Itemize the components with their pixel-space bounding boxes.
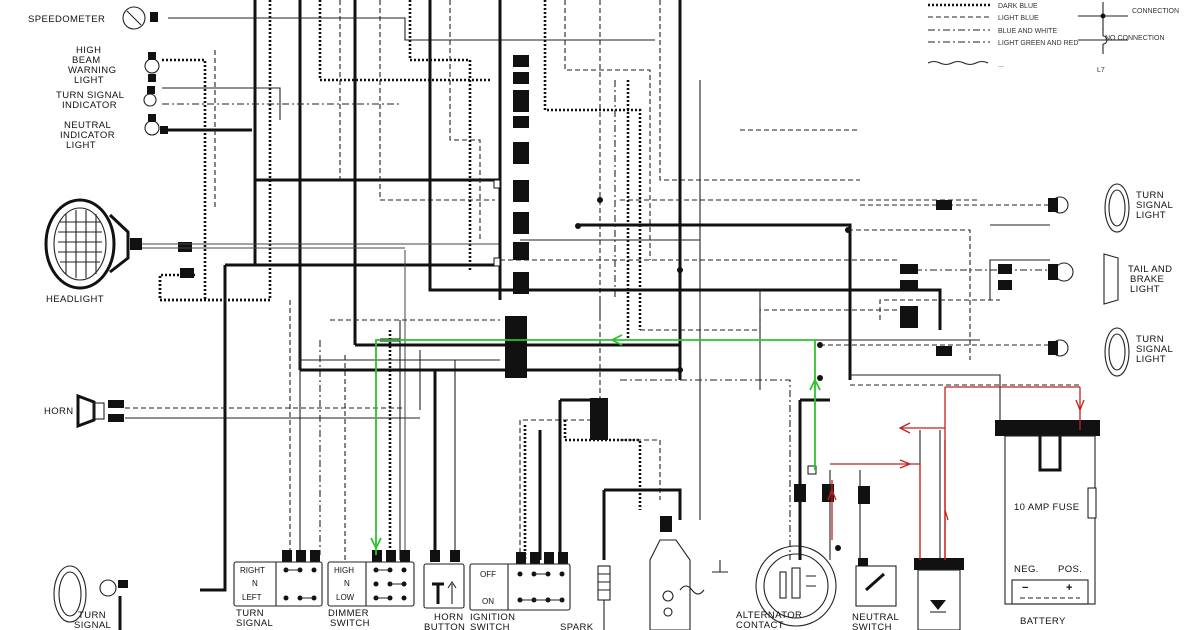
turn-switch-label-2: SIGNAL (236, 618, 273, 629)
rear-turn-bottom-label-1: TURN (1136, 334, 1164, 345)
rear-lights (820, 183, 1130, 377)
instrument-bulbs (122, 6, 168, 136)
neutral-switch-label-2: SWITCH (852, 622, 892, 630)
legend-other: ... (998, 62, 1004, 69)
battery-neg-label: NEG. (1014, 564, 1039, 575)
turn-switch-left: LEFT (242, 593, 262, 602)
legend-page-ref: L7 (1097, 67, 1105, 74)
legend-dark-blue: DARK BLUE (998, 3, 1038, 10)
horn-button-icon (423, 563, 465, 609)
turn-switch-n: N (252, 579, 258, 588)
legend-light-green-red: LIGHT GREEN AND RED (998, 40, 1078, 47)
high-beam-label-1: HIGH (76, 45, 101, 56)
speedometer-label: SPEEDOMETER (28, 14, 105, 25)
dimmer-switch-icon (327, 561, 415, 607)
dimmer-switch-label-1: DIMMER (328, 608, 369, 619)
neutral-switch-label-1: NEUTRAL (852, 612, 899, 623)
high-beam-label-3: WARNING (68, 65, 116, 76)
left-labels: SPEEDOMETER HIGH BEAM WARNING LIGHT TURN… (28, 14, 124, 630)
legend-no-connection: NO CONNECTION (1105, 35, 1165, 42)
alternator-icon (755, 545, 837, 627)
alternator-label-1: ALTERNATOR (736, 610, 802, 621)
neutral-label-2: INDICATOR (60, 130, 115, 141)
wiring-left (125, 0, 980, 592)
ignition-coil: SPARK (560, 488, 728, 630)
fuse-label: 10 AMP FUSE (1014, 502, 1079, 513)
alternator-label-2: CONTACT (736, 620, 784, 630)
horn-button: HORN BUTTON (423, 550, 465, 630)
front-turn-signal (53, 565, 128, 630)
turn-indicator-label-1: TURN SIGNAL (56, 90, 124, 101)
dimmer-switch-label-2: SWITCH (330, 618, 370, 629)
neutral-label-1: NEUTRAL (64, 120, 111, 131)
turn-signal-switch-icon (233, 561, 323, 607)
high-beam-bulb-icon (144, 58, 160, 74)
dimmer-switch-high: HIGH (334, 566, 354, 575)
neutral-switch-icon (855, 565, 897, 607)
turn-indicator-label-2: INDICATOR (62, 100, 117, 111)
horn-button-label-1: HORN (434, 612, 464, 623)
neutral-label-3: LIGHT (66, 140, 96, 151)
ignition-switch-off: OFF (480, 570, 496, 579)
turn-switch-label-1: TURN (236, 608, 264, 619)
battery-label: BATTERY (1020, 616, 1066, 627)
tail-label-2: BRAKE (1130, 274, 1164, 285)
right-labels: TURN SIGNAL LIGHT TAIL AND BRAKE LIGHT T… (1128, 190, 1173, 365)
alternator-section: ALTERNATOR CONTACT NEUTRAL SWITCH (736, 398, 964, 630)
front-turn-label-2: SIGNAL (74, 620, 111, 630)
battery-minus-icon: − (1022, 582, 1028, 594)
headlight-icon (44, 198, 116, 290)
ignition-switch-icon (469, 563, 571, 611)
high-beam-label-4: LIGHT (74, 75, 104, 86)
rear-turn-top-label-3: LIGHT (1136, 210, 1166, 221)
battery-section: 10 AMP FUSE NEG. POS. − + BATTERY (850, 374, 1100, 627)
headlight-label: HEADLIGHT (46, 294, 104, 305)
horn-assembly (76, 393, 124, 429)
rear-turn-top-label-2: SIGNAL (1136, 200, 1173, 211)
legend-blue-white: BLUE AND WHITE (998, 28, 1057, 35)
turn-signal-switch: RIGHT N LEFT TURN SIGNAL (233, 550, 323, 629)
tail-label-1: TAIL AND (1128, 264, 1172, 275)
turn-indicator-bulb-icon (143, 93, 157, 107)
connector-blocks (493, 55, 851, 440)
spark-label: SPARK (560, 622, 594, 630)
dimmer-switch-low: LOW (336, 593, 355, 602)
ignition-coil-icon (649, 539, 691, 630)
front-turn-signal-icon (53, 565, 87, 623)
green-trace (370, 334, 821, 555)
battery-plus-icon: + (1066, 582, 1072, 594)
legend-light-blue: LIGHT BLUE (998, 15, 1039, 22)
horn-button-label-2: BUTTON (424, 622, 465, 630)
legend-connection: CONNECTION (1132, 8, 1179, 15)
high-beam-label-2: BEAM (72, 55, 101, 66)
ignition-switch-on: ON (482, 597, 494, 606)
horn-label: HORN (44, 406, 74, 417)
ignition-switch-label-1: IGNITION (470, 612, 515, 623)
rear-turn-bottom-label-3: LIGHT (1136, 354, 1166, 365)
dimmer-switch: HIGH N LOW DIMMER SWITCH (327, 550, 415, 629)
turn-switch-right: RIGHT (240, 566, 265, 575)
legend: DARK BLUE LIGHT BLUE BLUE AND WHITE LIGH… (927, 2, 1179, 74)
neutral-bulb-icon (144, 120, 160, 136)
horn-icon (76, 393, 96, 429)
speedometer-bulb-icon (122, 6, 146, 30)
dimmer-switch-n: N (344, 579, 350, 588)
ignition-switch: OFF ON IGNITION SWITCH (469, 552, 571, 630)
rear-turn-top-label-1: TURN (1136, 190, 1164, 201)
spark-plug-icon (597, 565, 611, 601)
ignition-switch-label-2: SWITCH (470, 622, 510, 630)
headlight-assembly (44, 198, 194, 290)
rear-turn-bottom-label-2: SIGNAL (1136, 344, 1173, 355)
red-trace (827, 386, 1085, 560)
front-turn-label-1: TURN (78, 610, 106, 621)
tail-label-3: LIGHT (1130, 284, 1160, 295)
battery-pos-label: POS. (1058, 564, 1082, 575)
